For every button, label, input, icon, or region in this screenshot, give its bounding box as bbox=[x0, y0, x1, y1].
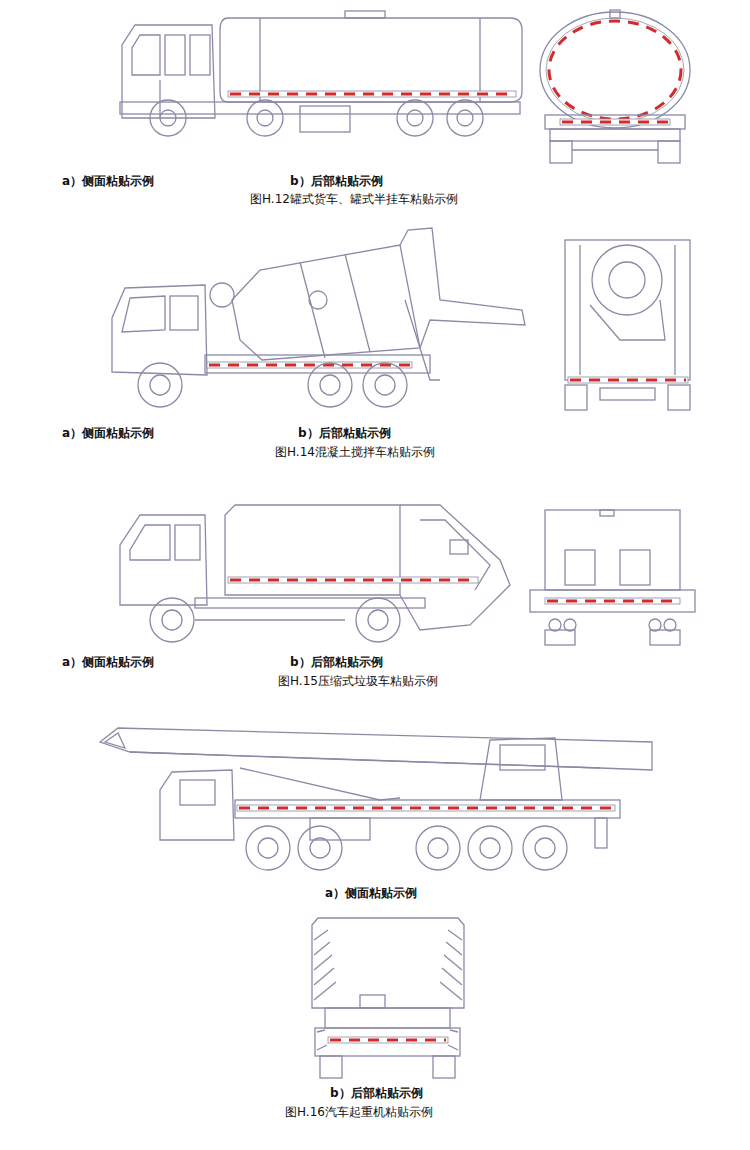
sub-caption: a）侧面粘贴示例 bbox=[62, 426, 154, 440]
garbage-truck-side bbox=[120, 505, 510, 642]
sub-caption: a）侧面粘贴示例 bbox=[62, 655, 154, 669]
sub-caption: b）后部粘贴示例 bbox=[290, 655, 383, 669]
sub-caption: b）后部粘贴示例 bbox=[290, 174, 383, 188]
sub-caption: b）后部粘贴示例 bbox=[330, 1086, 423, 1100]
crane-truck-side bbox=[100, 728, 652, 870]
crane-truck-rear bbox=[312, 918, 464, 1078]
sub-caption: a）侧面粘贴示例 bbox=[62, 174, 154, 188]
sub-caption: a）侧面粘贴示例 bbox=[325, 886, 417, 900]
figure-caption: 图H.16汽车起重机粘贴示例 bbox=[285, 1105, 433, 1119]
figure-caption: 图H.12罐式货车、罐式半挂车粘贴示例 bbox=[250, 192, 458, 206]
tank-truck-side bbox=[120, 11, 522, 136]
mixer-truck-side bbox=[112, 228, 525, 407]
sub-caption: b）后部粘贴示例 bbox=[298, 426, 391, 440]
figure-caption: 图H.14混凝土搅拌车粘贴示例 bbox=[275, 445, 435, 459]
tank-truck-rear bbox=[540, 10, 690, 163]
garbage-truck-rear bbox=[530, 510, 695, 645]
figure-caption: 图H.15压缩式垃圾车粘贴示例 bbox=[278, 674, 438, 688]
mixer-truck-rear bbox=[565, 240, 690, 410]
